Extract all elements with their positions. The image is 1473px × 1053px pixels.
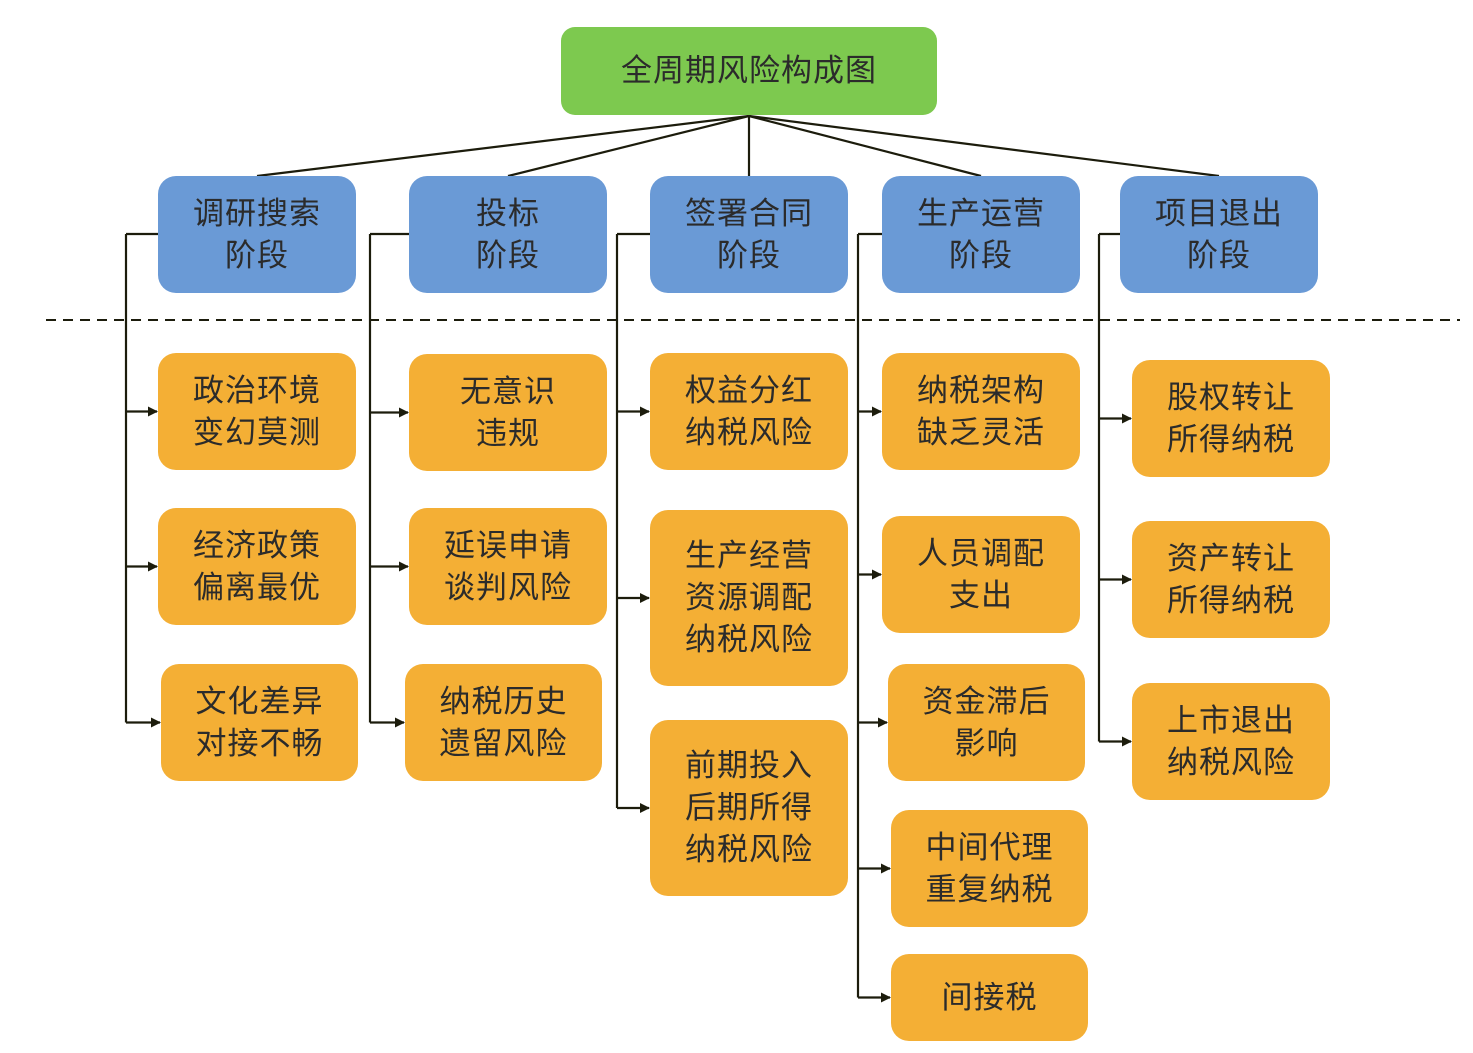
risk-node-text-line: 支出 (949, 577, 1013, 614)
stage-node-text-line: 生产运营 (917, 195, 1045, 232)
risk-node: 纳税架构缺乏灵活 (882, 353, 1080, 470)
risk-node-text-line: 变幻莫测 (193, 414, 321, 451)
risk-node: 经济政策偏离最优 (158, 508, 356, 625)
stage-node: 调研搜索阶段 (158, 176, 356, 293)
risk-node-text-line: 纳税风险 (685, 414, 813, 451)
risk-node: 资金滞后影响 (888, 664, 1085, 781)
risk-node-text-line: 纳税风险 (685, 832, 813, 868)
risk-node: 资产转让所得纳税 (1132, 521, 1330, 638)
stage-node-text-line: 投标 (476, 195, 540, 232)
risk-node-text-line: 资源调配 (685, 580, 813, 616)
stage-node-text-line: 阶段 (717, 237, 781, 274)
risk-node-text-line: 股权转让 (1167, 379, 1295, 416)
stage-node: 生产运营阶段 (882, 176, 1080, 293)
risk-node: 无意识违规 (409, 354, 607, 471)
risk-node: 政治环境变幻莫测 (158, 353, 356, 470)
stage-node: 签署合同阶段 (650, 176, 848, 293)
risk-node-text-line: 生产经营 (685, 538, 813, 574)
stage-node-text-line: 阶段 (225, 237, 289, 274)
risk-node-text-line: 政治环境 (193, 372, 321, 409)
root-to-stage-link (507, 114, 750, 178)
diagram-title: 全周期风险构成图 (621, 53, 877, 89)
risk-node-text-line: 后期所得 (685, 790, 813, 826)
risk-node-text-line: 所得纳税 (1167, 582, 1295, 619)
risk-node-text-line: 资产转让 (1167, 540, 1295, 577)
root-to-stage-link (256, 114, 750, 178)
risk-node-text-line: 纳税风险 (685, 622, 813, 658)
risk-node: 文化差异对接不畅 (161, 664, 358, 781)
stage-node-text-line: 签署合同 (685, 195, 813, 232)
risk-node-text-line: 中间代理 (925, 829, 1054, 866)
risk-node: 前期投入后期所得纳税风险 (650, 720, 848, 896)
stage-node-text-line: 阶段 (1187, 237, 1251, 274)
stage-node-text-line: 调研搜索 (193, 195, 321, 232)
risk-node-text-line: 人员调配 (917, 535, 1045, 572)
risk-node-text-line: 文化差异 (195, 683, 324, 720)
risk-node: 权益分红纳税风险 (650, 353, 848, 470)
stage-node-text-line: 阶段 (476, 237, 540, 274)
risk-node-text-line: 延误申请 (444, 527, 572, 564)
risk-node-text-line: 影响 (954, 725, 1019, 762)
root-to-stage-link (748, 114, 1220, 178)
risk-node-text-line: 间接税 (941, 979, 1038, 1016)
risk-node-text-line: 偏离最优 (193, 569, 321, 606)
risk-node-text-line: 无意识 (460, 373, 556, 410)
risk-node-text-line: 所得纳税 (1167, 421, 1295, 458)
risk-node: 上市退出纳税风险 (1132, 683, 1330, 800)
root-to-stage-link (748, 114, 982, 178)
stage-node: 项目退出阶段 (1120, 176, 1318, 293)
risk-node-text-line: 谈判风险 (444, 569, 572, 606)
diagram-title-box: 全周期风险构成图 (561, 27, 937, 115)
risk-node-text-line: 前期投入 (685, 748, 813, 784)
risk-node: 间接税 (891, 954, 1088, 1041)
risk-node-text-line: 对接不畅 (195, 725, 324, 762)
risk-node-text-line: 纳税历史 (439, 683, 568, 720)
risk-node-text-line: 上市退出 (1167, 702, 1295, 739)
risk-node-text-line: 权益分红 (685, 372, 813, 409)
risk-node-text-line: 违规 (476, 415, 540, 452)
risk-node-text-line: 资金滞后 (922, 683, 1051, 720)
risk-node: 人员调配支出 (882, 516, 1080, 633)
risk-node: 股权转让所得纳税 (1132, 360, 1330, 477)
risk-node-text-line: 经济政策 (193, 527, 321, 564)
stage-node: 投标阶段 (409, 176, 607, 293)
risk-node-text-line: 重复纳税 (925, 871, 1054, 908)
risk-node-text-line: 遗留风险 (439, 725, 568, 762)
risk-node-text-line: 纳税风险 (1167, 744, 1295, 781)
risk-node: 中间代理重复纳税 (891, 810, 1088, 927)
risk-node: 纳税历史遗留风险 (405, 664, 602, 781)
stage-node-text-line: 阶段 (949, 237, 1013, 274)
risk-node-text-line: 纳税架构 (917, 372, 1045, 409)
risk-node: 延误申请谈判风险 (409, 508, 607, 625)
risk-node-text-line: 缺乏灵活 (917, 414, 1045, 451)
stage-node-text-line: 项目退出 (1155, 195, 1283, 232)
risk-node: 生产经营资源调配纳税风险 (650, 510, 848, 686)
